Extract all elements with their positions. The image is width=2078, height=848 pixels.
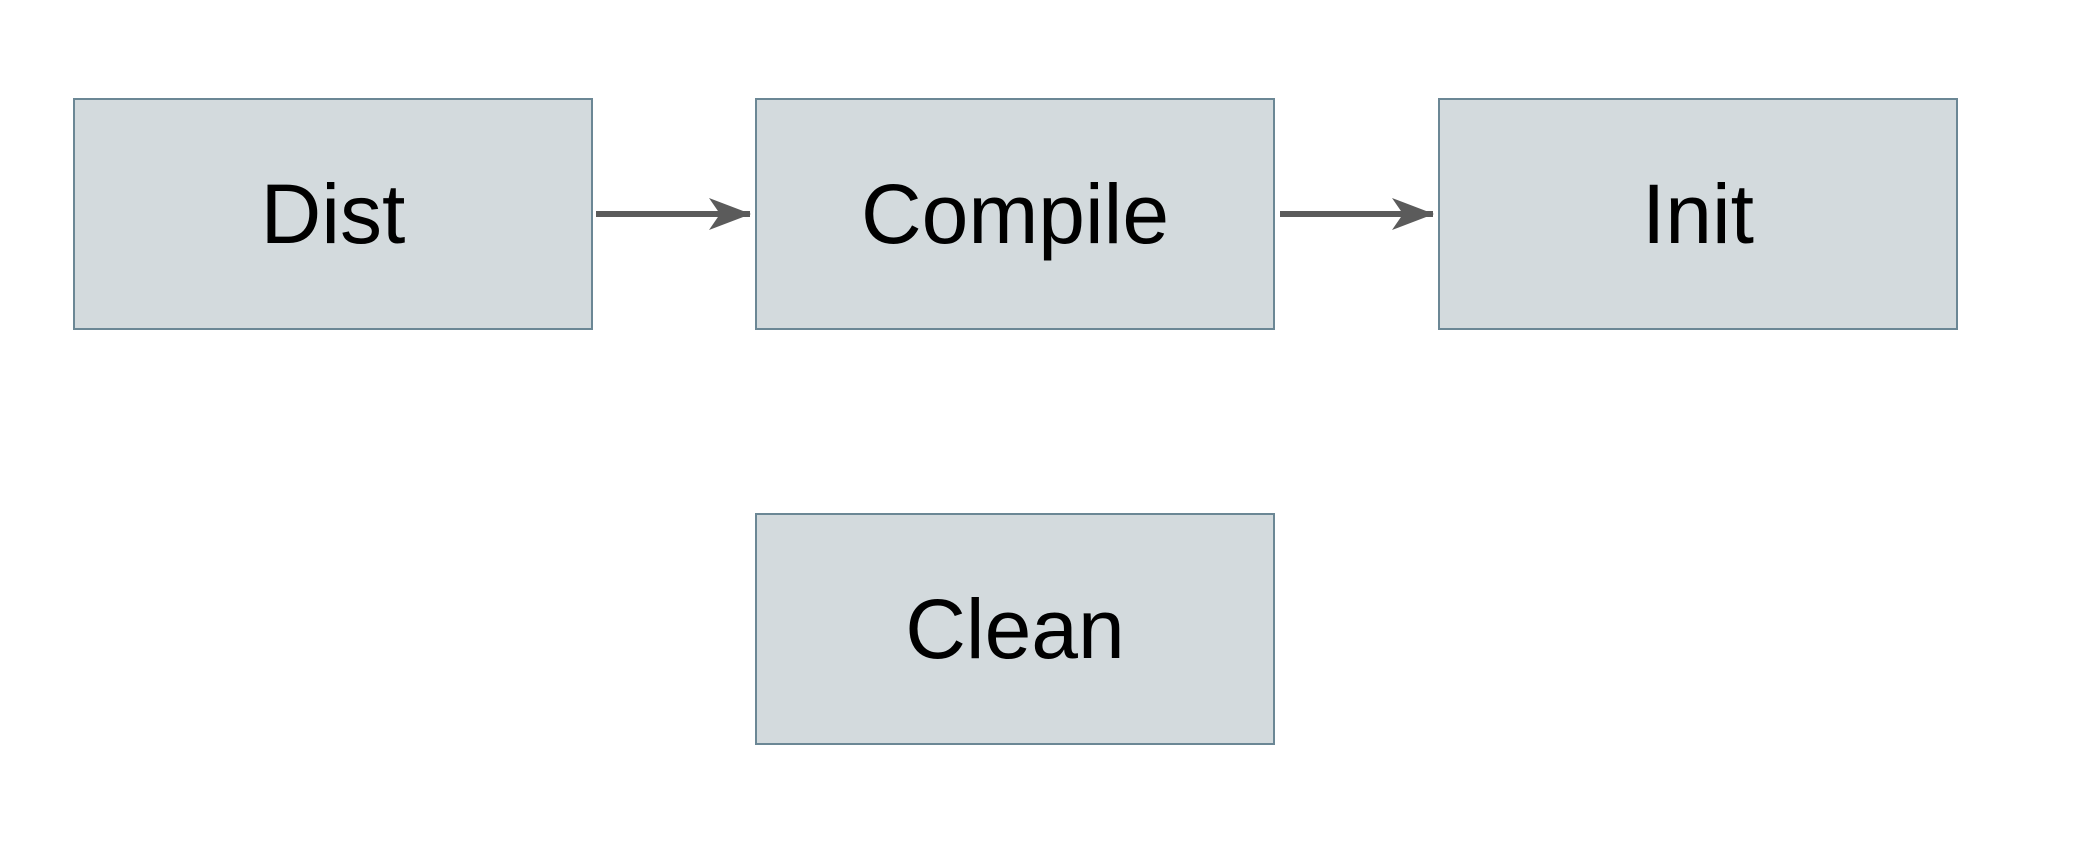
node-clean-label: Clean (905, 582, 1125, 676)
node-dist: Dist (73, 98, 593, 330)
node-init: Init (1438, 98, 1958, 330)
node-clean: Clean (755, 513, 1275, 745)
node-dist-label: Dist (260, 167, 406, 261)
node-compile-label: Compile (860, 167, 1170, 261)
node-compile: Compile (755, 98, 1275, 330)
node-init-label: Init (1641, 167, 1755, 261)
